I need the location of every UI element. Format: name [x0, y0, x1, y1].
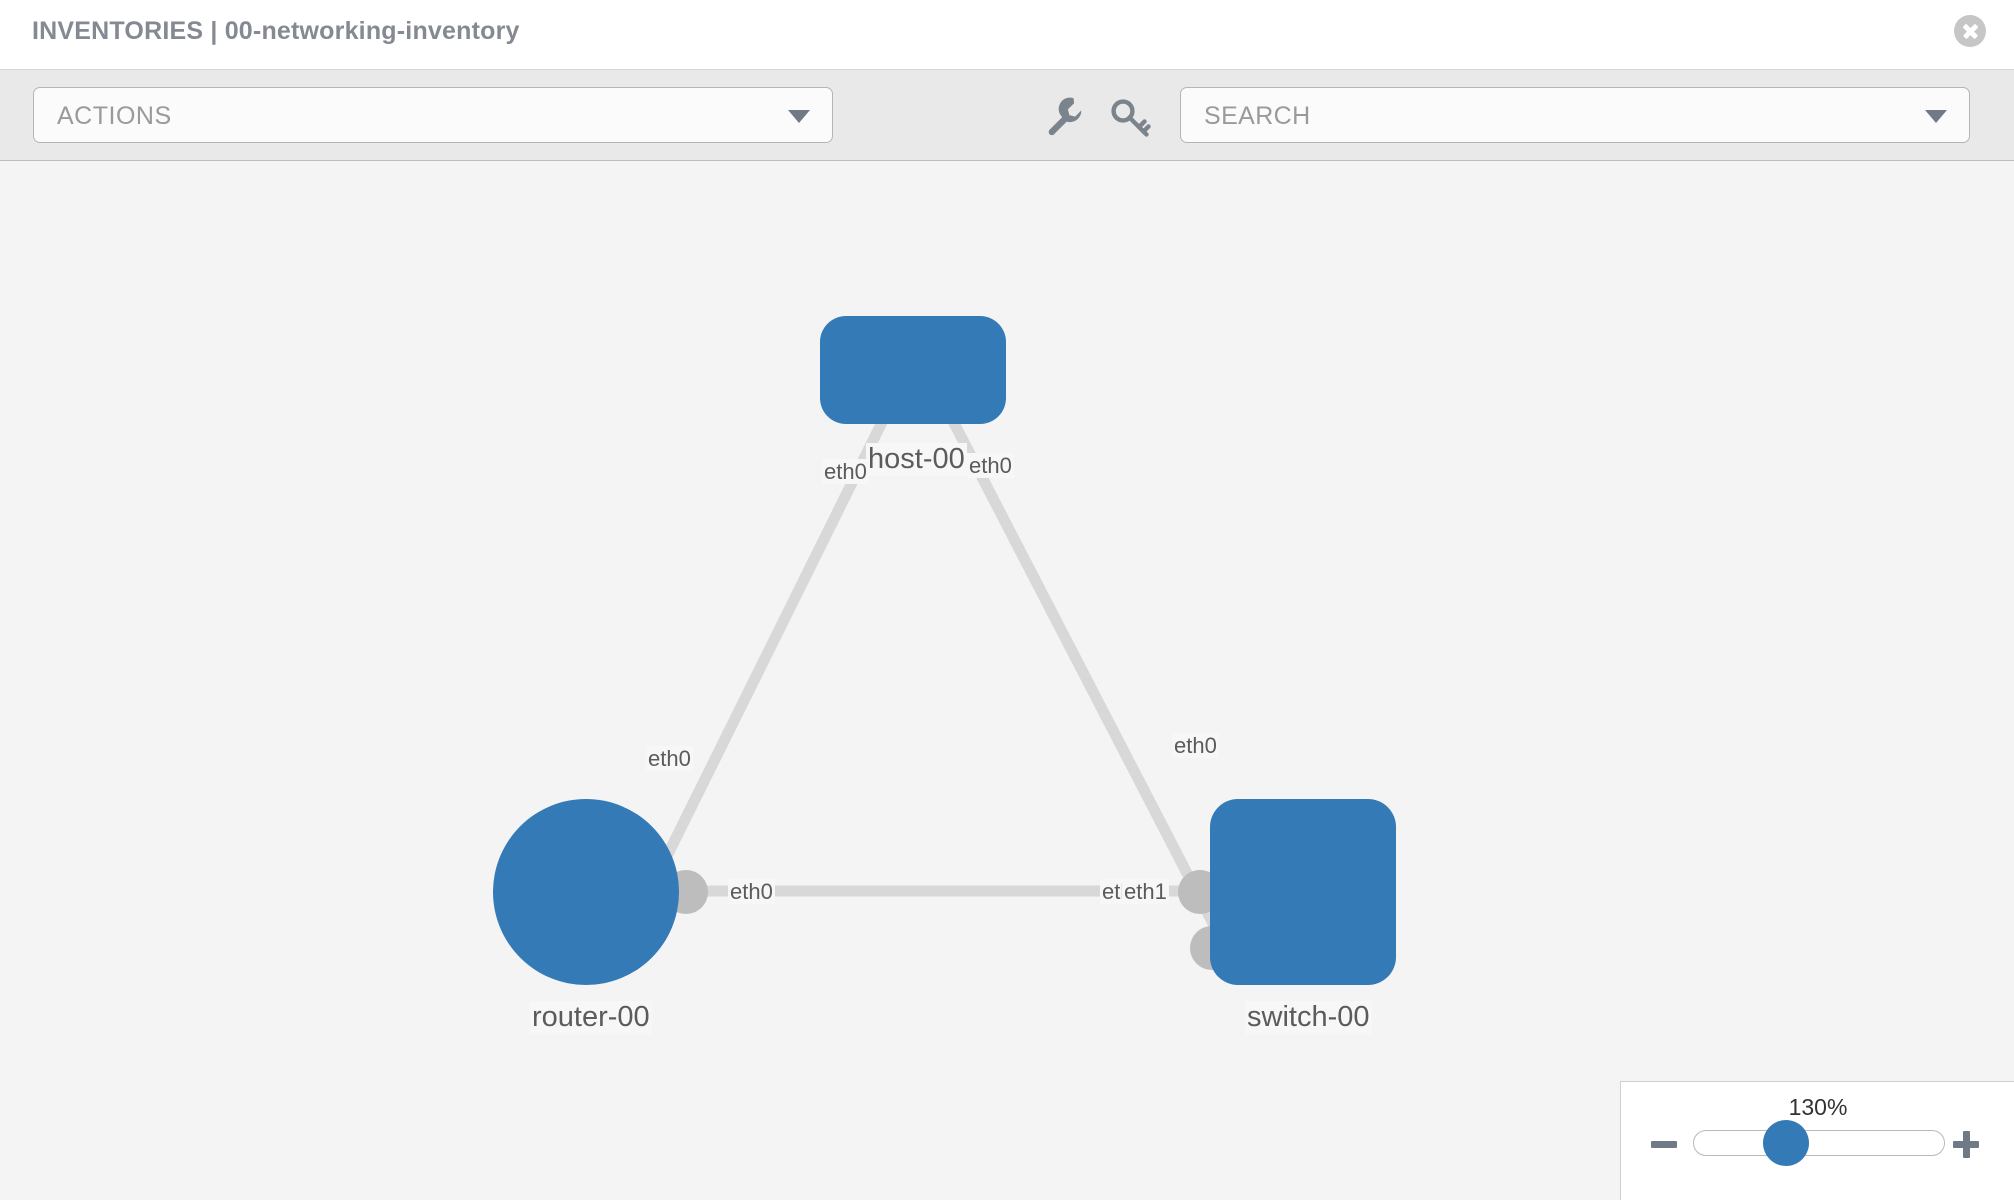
topology-canvas[interactable]: eth0 host-00 eth0 [0, 161, 2014, 1200]
iface-label-switch-left-b: eth1 [1122, 879, 1169, 905]
node-label-switch-00: switch-00 [1245, 1001, 1372, 1035]
zoom-level-value: 130% [1788, 1094, 1848, 1120]
page-header: INVENTORIES | 00-networking-inventory [0, 0, 2014, 70]
node-host-00-shape [820, 316, 1006, 424]
iface-label-host-left: eth0 [822, 459, 869, 485]
close-icon[interactable] [1954, 15, 1986, 47]
iface-label-host-right: eth0 [967, 453, 1014, 479]
node-label-router-00: router-00 [530, 1001, 652, 1035]
minus-icon-bar [1651, 1141, 1677, 1148]
iface-label-router-right: eth0 [728, 879, 775, 905]
wrench-icon[interactable] [1040, 92, 1086, 138]
actions-dropdown-label: ACTIONS [57, 102, 172, 130]
chevron-down-icon [788, 110, 810, 123]
actions-dropdown[interactable]: ACTIONS [33, 87, 833, 143]
search-input[interactable]: SEARCH [1180, 87, 1970, 143]
link-host-switch[interactable] [935, 393, 1240, 969]
page-title: INVENTORIES | 00-networking-inventory [32, 17, 520, 45]
zoom-slider[interactable] [1693, 1130, 1945, 1156]
toolbar: ACTIONS SEARCH [0, 70, 2014, 161]
zoom-control-panel: 130% [1620, 1081, 2014, 1200]
zoom-slider-thumb[interactable] [1763, 1120, 1809, 1166]
chevron-down-icon[interactable] [1925, 110, 1947, 123]
iface-label-router-up: eth0 [646, 746, 693, 772]
plus-icon[interactable] [1951, 1129, 1981, 1159]
node-label-host-00: host-00 [866, 443, 967, 477]
node-switch-00-shape [1210, 799, 1396, 985]
plus-icon-bar-v [1962, 1131, 1970, 1158]
key-icon[interactable] [1108, 92, 1154, 138]
search-placeholder: SEARCH [1204, 102, 1311, 130]
topology-links [605, 393, 1240, 974]
node-router-00-shape [493, 799, 679, 985]
iface-label-switch-up: eth0 [1172, 733, 1219, 759]
minus-icon[interactable] [1649, 1129, 1679, 1159]
